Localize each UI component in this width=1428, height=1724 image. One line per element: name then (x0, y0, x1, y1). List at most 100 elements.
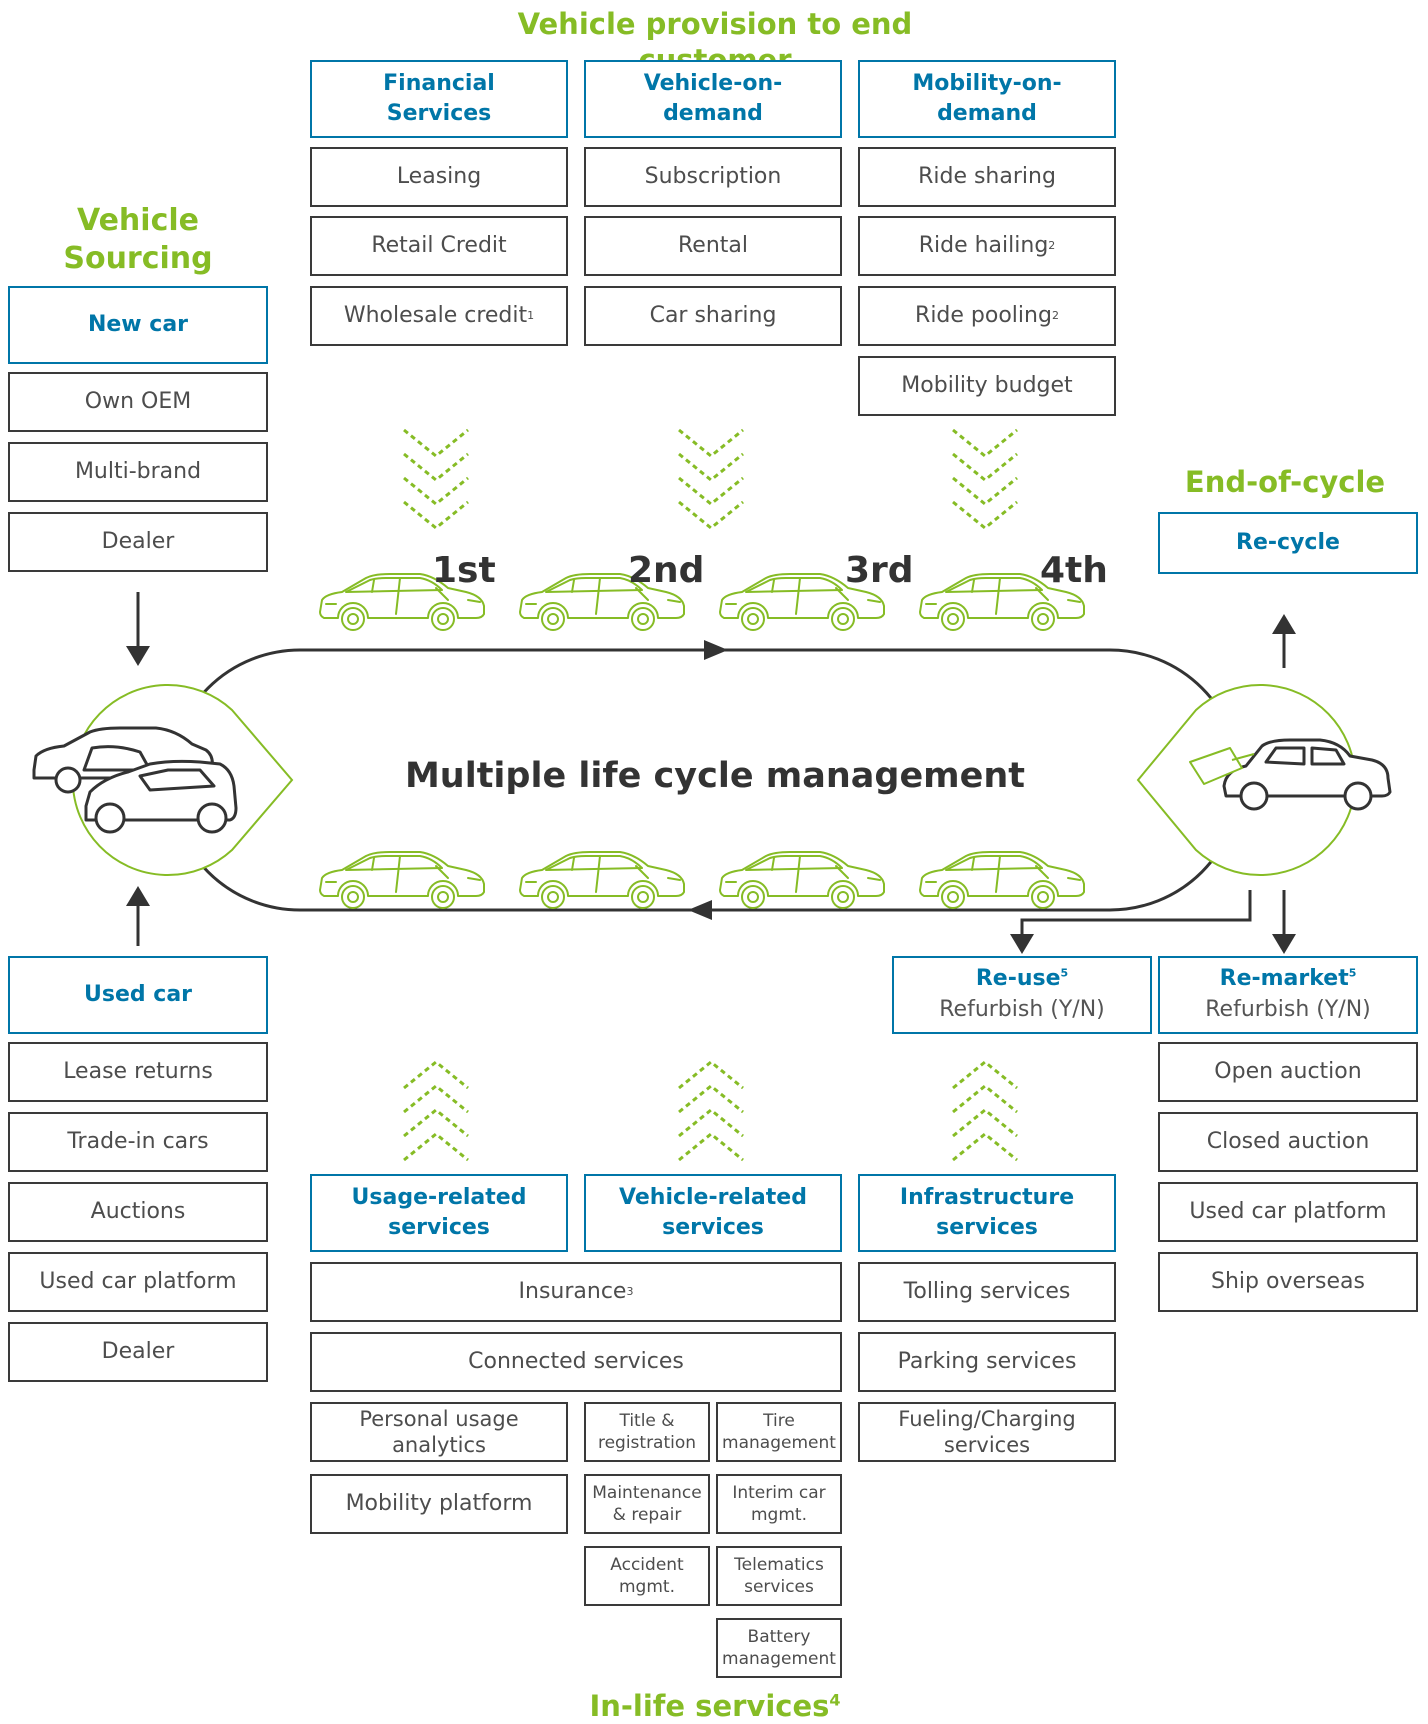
usage-services-header: Usage-related services (310, 1174, 568, 1252)
leasing-box: Leasing (310, 147, 568, 207)
interim-label: Interim car mgmt. (732, 1482, 826, 1525)
end-of-cycle-heading: End-of-cycle (1184, 465, 1386, 499)
financial-services-header: Financial Services (310, 60, 568, 138)
recycle-header: Re-cycle (1158, 512, 1418, 574)
car-sharing-label: Car sharing (649, 303, 777, 329)
own-oem-box: Own OEM (8, 372, 268, 432)
battery-label: Battery management (722, 1626, 836, 1669)
multi-brand-box: Multi-brand (8, 442, 268, 502)
accident-label: Accident mgmt. (610, 1554, 684, 1597)
lease-returns-box: Lease returns (8, 1042, 268, 1102)
parking-box: Parking services (858, 1332, 1116, 1392)
cycle-label-1: 1st (432, 550, 496, 591)
remarket-platform-label: Used car platform (1189, 1199, 1387, 1225)
open-auction-label: Open auction (1214, 1059, 1362, 1085)
insurance-label: Insurance (518, 1279, 627, 1305)
reuse-header: Re-use5 Refurbish (Y/N) (892, 956, 1152, 1034)
fueling-box: Fueling/Charging services (858, 1402, 1116, 1462)
rental-box: Rental (584, 216, 842, 276)
subscription-label: Subscription (644, 164, 782, 190)
tire-management-label: Tire management (722, 1410, 836, 1453)
reuse-title: Re-use5 (976, 964, 1068, 995)
tolling-box: Tolling services (858, 1262, 1116, 1322)
mobility-platform-box: Mobility platform (310, 1474, 568, 1534)
auctions-label: Auctions (90, 1199, 186, 1225)
new-dealer-label: Dealer (101, 529, 175, 555)
mobility-on-demand-header: Mobility-on-demand (858, 60, 1116, 138)
new-car-header: New car (8, 286, 268, 364)
cycle-label-3: 3rd (845, 550, 914, 591)
remarket-subtitle: Refurbish (Y/N) (1205, 997, 1371, 1022)
trade-in-label: Trade-in cars (67, 1129, 209, 1155)
ride-sharing-box: Ride sharing (858, 147, 1116, 207)
wholesale-credit-label: Wholesale credit (343, 303, 528, 329)
ride-hailing-label: Ride hailing (918, 233, 1049, 259)
cycle-label-4: 4th (1040, 550, 1108, 591)
tire-management-box: Tire management (716, 1402, 842, 1462)
ship-overseas-box: Ship overseas (1158, 1252, 1418, 1312)
interim-box: Interim car mgmt. (716, 1474, 842, 1534)
retail-credit-box: Retail Credit (310, 216, 568, 276)
leasing-label: Leasing (396, 164, 482, 190)
retail-credit-label: Retail Credit (371, 233, 507, 259)
own-oem-label: Own OEM (84, 389, 192, 415)
subscription-box: Subscription (584, 147, 842, 207)
closed-auction-box: Closed auction (1158, 1112, 1418, 1172)
title-registration-box: Title & registration (584, 1402, 710, 1462)
mobility-budget-box: Mobility budget (858, 356, 1116, 416)
ride-pooling-label: Ride pooling (915, 303, 1052, 329)
wholesale-credit-sup: 1 (527, 309, 535, 323)
reuse-sup: 5 (1060, 966, 1069, 980)
lease-returns-label: Lease returns (63, 1059, 213, 1085)
parking-label: Parking services (897, 1349, 1077, 1375)
mobility-budget-label: Mobility budget (901, 373, 1073, 399)
multi-brand-label: Multi-brand (74, 459, 202, 485)
reuse-title-text: Re-use (975, 966, 1061, 992)
ship-overseas-label: Ship overseas (1211, 1269, 1365, 1295)
telematics-label: Telematics services (734, 1554, 824, 1597)
used-dealer-box: Dealer (8, 1322, 268, 1382)
connected-services-box: Connected services (310, 1332, 842, 1392)
closed-auction-label: Closed auction (1206, 1129, 1370, 1155)
rental-label: Rental (678, 233, 748, 259)
maintenance-box: Maintenance & repair (584, 1474, 710, 1534)
in-life-heading: In-life services4 (560, 1688, 870, 1724)
new-dealer-box: Dealer (8, 512, 268, 572)
center-title: Multiple life cycle management (404, 756, 1026, 796)
telematics-box: Telematics services (716, 1546, 842, 1606)
mobility-platform-label: Mobility platform (345, 1491, 533, 1517)
in-life-heading-text: In-life services (589, 1689, 830, 1723)
in-life-heading-sup: 4 (829, 1690, 841, 1710)
personal-analytics-box: Personal usage analytics (310, 1402, 568, 1462)
remarket-title-text: Re-market (1219, 966, 1349, 992)
car-sharing-box: Car sharing (584, 286, 842, 346)
remarket-platform-box: Used car platform (1158, 1182, 1418, 1242)
used-car-header: Used car (8, 956, 268, 1034)
insurance-sup: 3 (626, 1285, 634, 1299)
remarket-header: Re-market5 Refurbish (Y/N) (1158, 956, 1418, 1034)
used-dealer-label: Dealer (101, 1339, 175, 1365)
vehicle-sourcing-heading: Vehicle Sourcing (63, 203, 213, 276)
remarket-sup: 5 (1348, 966, 1357, 980)
maintenance-label: Maintenance & repair (592, 1482, 702, 1525)
ride-hailing-sup: 2 (1048, 239, 1056, 253)
used-car-platform-label: Used car platform (39, 1269, 237, 1295)
battery-box: Battery management (716, 1618, 842, 1678)
infra-services-header: Infrastructure services (858, 1174, 1116, 1252)
ride-sharing-label: Ride sharing (918, 164, 1056, 190)
title-registration-label: Title & registration (597, 1410, 697, 1453)
fueling-label: Fueling/Charging services (898, 1406, 1076, 1457)
open-auction-box: Open auction (1158, 1042, 1418, 1102)
vehicle-services-header: Vehicle-related services (584, 1174, 842, 1252)
trade-in-box: Trade-in cars (8, 1112, 268, 1172)
auctions-box: Auctions (8, 1182, 268, 1242)
ride-pooling-sup: 2 (1051, 309, 1059, 323)
remarket-title: Re-market5 (1220, 964, 1357, 995)
tolling-label: Tolling services (903, 1279, 1071, 1305)
cycle-label-2: 2nd (628, 550, 705, 591)
